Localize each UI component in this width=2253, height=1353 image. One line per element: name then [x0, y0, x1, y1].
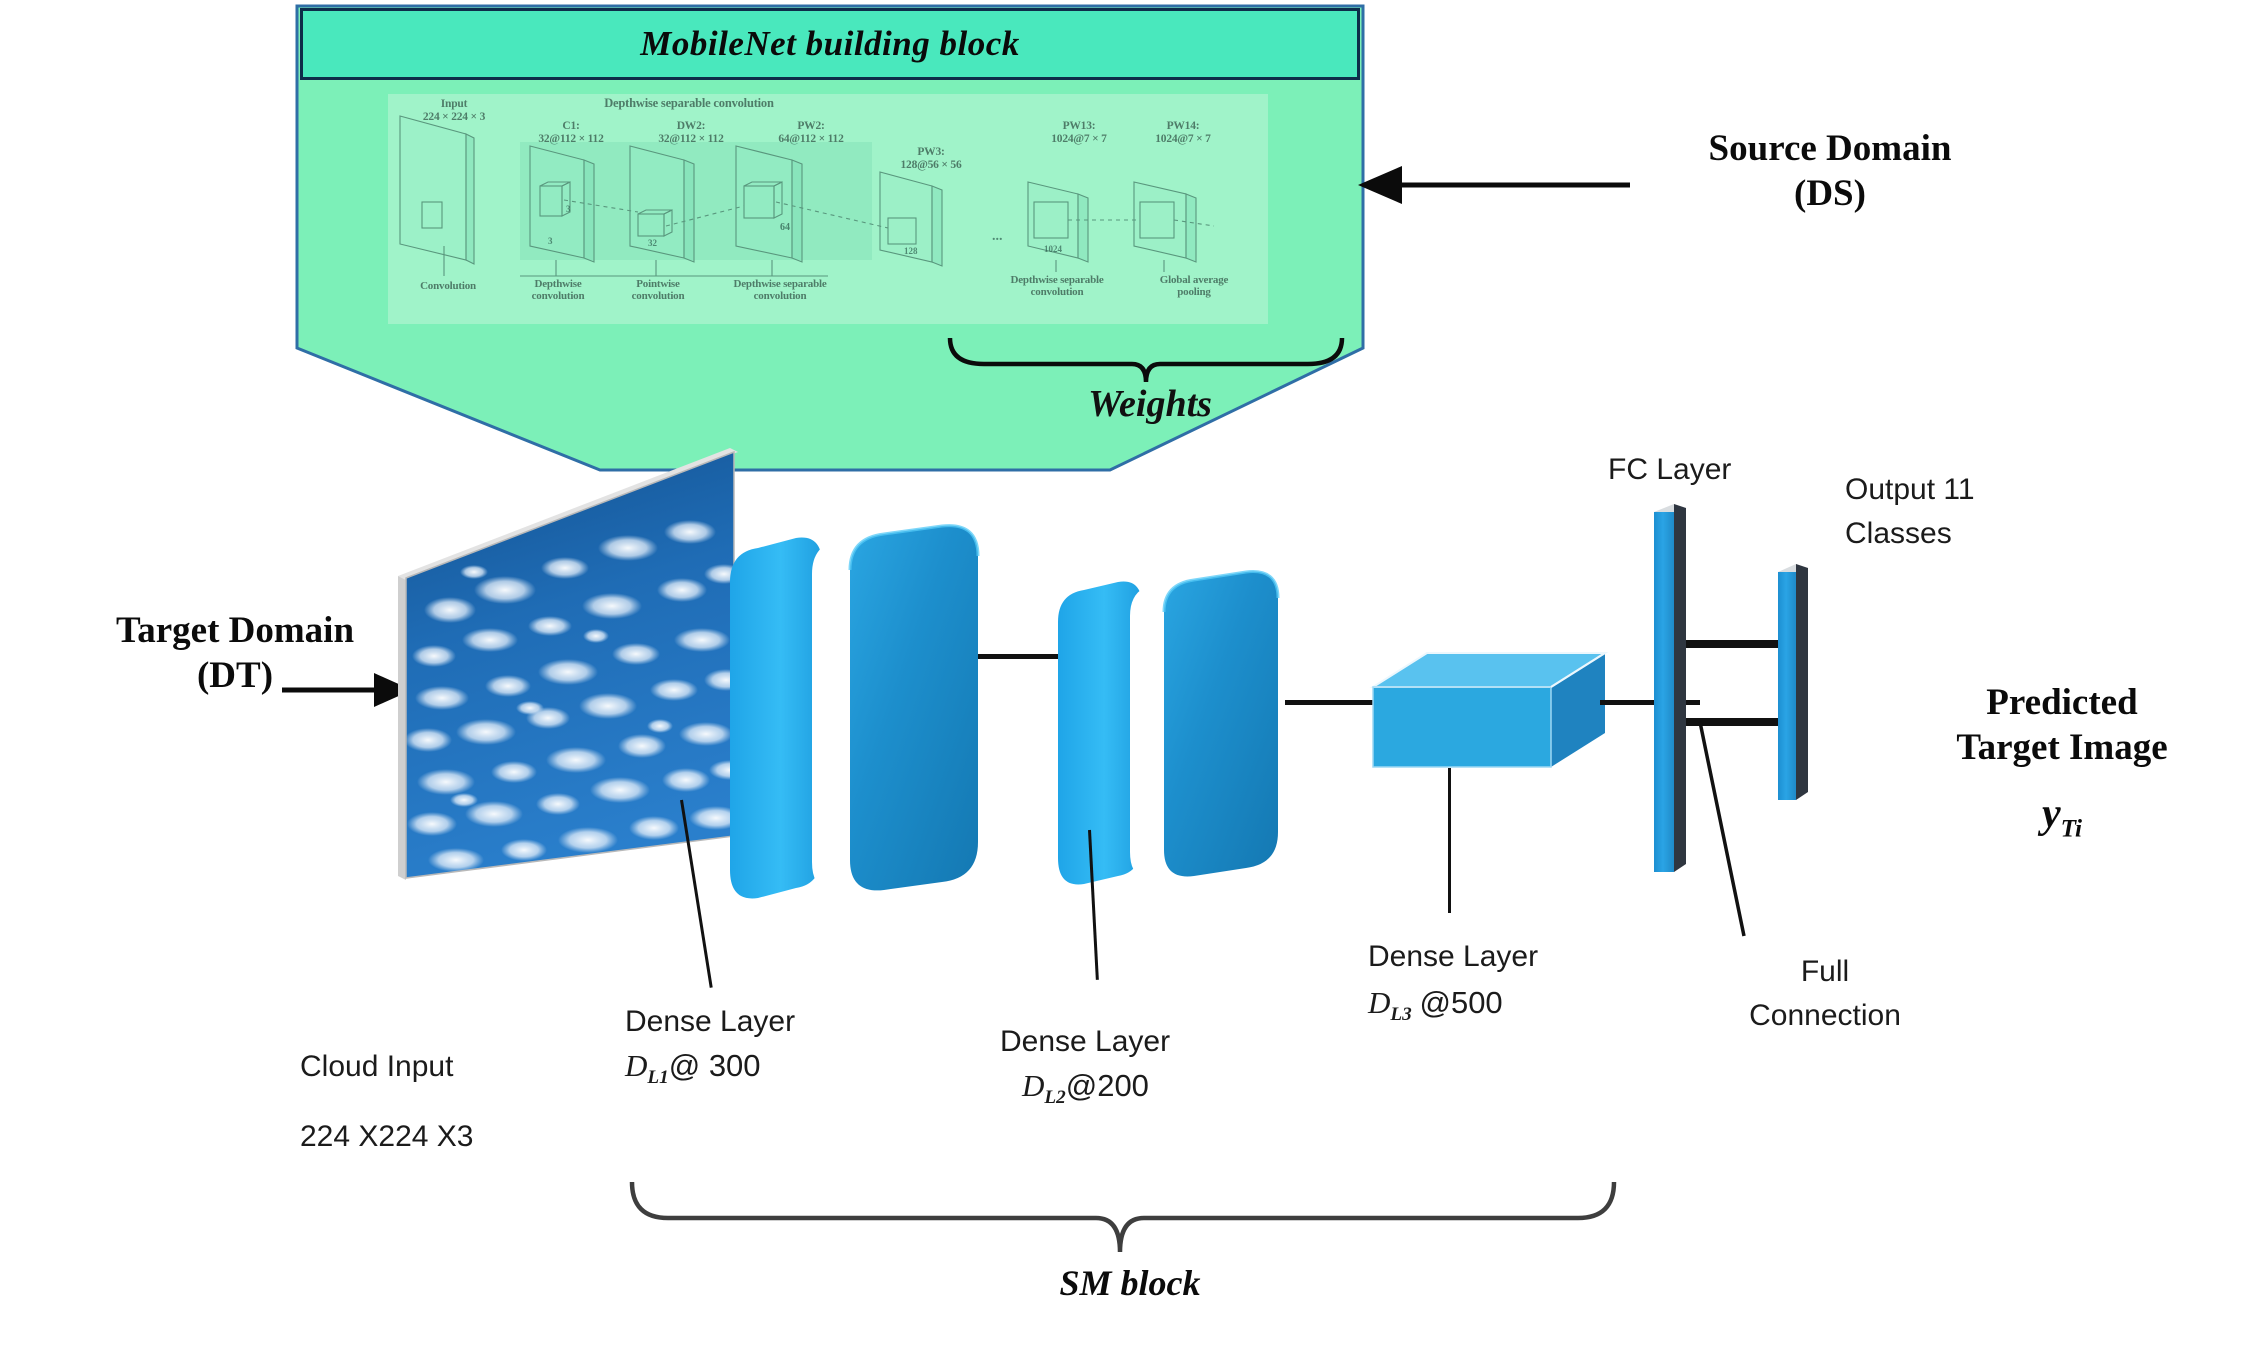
full-connection-label: Full Connection — [1749, 955, 1901, 1032]
dl3-symbol: D — [1368, 985, 1391, 1020]
mnet-label-pw3: PW3: 128@56 × 56 — [900, 146, 962, 171]
svg-text:64: 64 — [780, 222, 790, 233]
fc-bar-output — [1778, 564, 1808, 800]
mnet-label-dw2: DW2: 32@112 × 112 — [658, 120, 724, 145]
mnet-cube-sketches: 3 3 32 64 128 1024 ... — [399, 115, 1215, 277]
dense-layer-2-title: Dense Layer — [1000, 1025, 1171, 1058]
dense-layer-3-block — [1369, 652, 1609, 768]
mnet-bottom-dwsep-conv-2: Depthwise separable convolution — [1010, 274, 1104, 299]
mnet-bottom-global-pool: Global average pooling — [1159, 274, 1229, 299]
dl2-subscript: L2 — [1044, 1087, 1066, 1109]
weights-label: Weights — [1088, 383, 1212, 425]
mnet-label-c1: C1: 32@112 × 112 — [538, 120, 604, 145]
dense-layer-3-formula: DL3 @500 — [1368, 985, 1668, 1026]
mnet-label-group-title: Depthwise separable convolution — [604, 96, 774, 110]
dense-layer-2-formula: DL2@200 — [1022, 1068, 1322, 1109]
wire-dl2-to-dl3 — [1285, 700, 1385, 705]
dl1-units: @ 300 — [668, 1048, 761, 1083]
fc-layer-bars — [1654, 504, 1808, 872]
output-classes-label: Output 11 Classes — [1845, 473, 1975, 550]
output-symbol: y — [2041, 791, 2061, 837]
svg-text:128: 128 — [904, 246, 918, 256]
dl1-symbol: D — [625, 1048, 648, 1083]
mobilenet-building-block-panel: MobileNet building block Input 224 × 224… — [300, 8, 1360, 338]
dl2-symbol: D — [1022, 1068, 1045, 1103]
dense-layer-1-title: Dense Layer — [625, 1005, 796, 1038]
weights-brace — [947, 337, 1345, 383]
mnet-label-pw14: PW14: 1024@7 × 7 — [1155, 120, 1211, 145]
mnet-bottom-dwsep-conv-1: Depthwise separable convolution — [733, 278, 827, 303]
source-domain-label: Source Domain (DS) — [1708, 128, 1952, 215]
predicted-target-image-label: Predicted Target Image — [1956, 682, 2168, 769]
mnet-label-input: Input 224 × 224 × 3 — [422, 98, 486, 123]
full-connection-leader — [1698, 721, 1746, 937]
mobilenet-panel-title: MobileNet building block — [640, 24, 1020, 63]
svg-text:...: ... — [992, 229, 1003, 244]
fc-bar-tall — [1654, 504, 1686, 872]
svg-text:3: 3 — [566, 204, 571, 214]
cloud-input-shape: 224 X224 X3 — [300, 1120, 474, 1153]
sm-block-brace — [629, 1181, 1617, 1253]
dl3-units: @500 — [1419, 985, 1503, 1020]
svg-text:3: 3 — [548, 236, 553, 246]
mobilenet-inner-schematic: Input 224 × 224 × 3 Depthwise separable … — [388, 94, 1268, 324]
leader-dl3 — [1448, 768, 1451, 913]
source-domain-arrow — [1358, 166, 1630, 204]
dense-layer-1-formula: DL1@ 300 — [625, 1048, 925, 1089]
sm-block-label: SM block — [1059, 1263, 1201, 1303]
dense-layer-2-block — [1058, 570, 1280, 885]
dense-layer-3-title: Dense Layer — [1368, 940, 1539, 973]
dl1-subscript: L1 — [647, 1067, 669, 1089]
target-domain-arrow — [282, 673, 412, 707]
cloud-input-title: Cloud Input — [300, 1050, 454, 1083]
mobilenet-panel-header: MobileNet building block — [300, 8, 1360, 80]
predicted-target-symbol: yTi — [1862, 790, 2253, 843]
mnet-label-pw13: PW13: 1024@7 × 7 — [1051, 120, 1107, 145]
dl3-subscript: L3 — [1390, 1004, 1412, 1026]
mnet-bottom-convolution: Convolution — [420, 280, 476, 292]
mnet-bottom-depthwise-conv: Depthwise convolution — [531, 278, 585, 303]
dl2-units: @200 — [1065, 1068, 1149, 1103]
target-domain-label: Target Domain (DT) — [115, 610, 355, 697]
output-subscript: Ti — [2060, 815, 2083, 843]
wire-dl1-to-dl2 — [978, 654, 1108, 659]
svg-text:32: 32 — [648, 238, 658, 248]
wire-dl3-to-fc — [1600, 700, 1700, 705]
fc-layer-label: FC Layer — [1608, 453, 1732, 486]
dense-layer-1-block — [730, 524, 980, 899]
cloud-input-image — [398, 448, 738, 880]
svg-text:1024: 1024 — [1044, 244, 1063, 254]
mnet-bottom-pointwise-conv: Pointwise convolution — [631, 278, 685, 303]
mnet-label-pw2: PW2: 64@112 × 112 — [778, 120, 844, 145]
